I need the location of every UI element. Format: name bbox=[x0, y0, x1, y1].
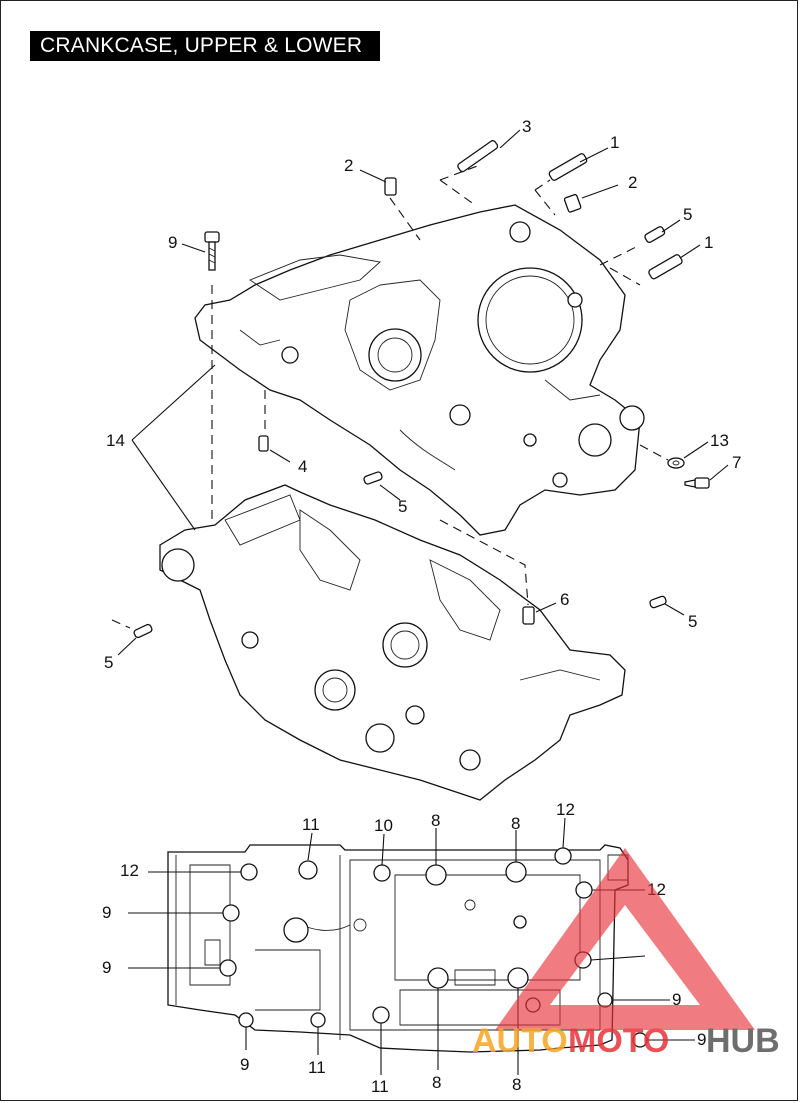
screw-7 bbox=[684, 477, 710, 489]
callout-13: 13 bbox=[710, 431, 729, 450]
automotohub-watermark: AUTO MOTO HUB bbox=[472, 848, 780, 1060]
callout-10: 10 bbox=[374, 816, 393, 835]
callout-12: 12 bbox=[120, 861, 139, 880]
watermark-word-moto: MOTO bbox=[568, 1022, 669, 1060]
callout-8: 8 bbox=[512, 1075, 521, 1094]
assembly-line bbox=[439, 179, 476, 206]
callout-5: 5 bbox=[398, 497, 407, 516]
callout-11: 11 bbox=[302, 815, 320, 834]
assembly-line bbox=[534, 179, 551, 191]
assembly-line bbox=[111, 619, 131, 629]
callout-5: 5 bbox=[104, 653, 113, 672]
washer-13 bbox=[667, 457, 685, 469]
callout-2: 2 bbox=[628, 173, 637, 192]
assembly-line bbox=[599, 244, 641, 266]
callout-6: 6 bbox=[560, 590, 569, 609]
assembly-line bbox=[389, 197, 421, 241]
watermark-triangle-logo bbox=[495, 848, 755, 1030]
watermark-word-hub: HUB bbox=[706, 1022, 780, 1060]
callout-5: 5 bbox=[683, 205, 692, 224]
bolt-9 bbox=[204, 231, 220, 271]
callout-5: 5 bbox=[688, 612, 697, 631]
assembly-line bbox=[609, 267, 641, 286]
callout-8: 8 bbox=[432, 1073, 441, 1092]
callout-4: 4 bbox=[298, 457, 307, 476]
callout-9: 9 bbox=[168, 233, 177, 252]
callout-7: 7 bbox=[732, 453, 741, 472]
callout-1: 1 bbox=[610, 133, 619, 152]
callout-1: 1 bbox=[704, 233, 713, 252]
watermark-word-auto: AUTO bbox=[472, 1022, 568, 1060]
page-title: CRANKCASE, UPPER & LOWER bbox=[30, 31, 381, 61]
callout-14: 14 bbox=[106, 431, 125, 450]
callout-8: 8 bbox=[431, 811, 440, 830]
callout-9: 9 bbox=[672, 990, 681, 1009]
callout-9: 9 bbox=[697, 1030, 706, 1049]
upper-crankcase bbox=[194, 204, 645, 536]
assembly-line bbox=[439, 164, 481, 181]
callout-11: 11 bbox=[308, 1058, 326, 1077]
callout-8: 8 bbox=[511, 814, 520, 833]
lower-crankcase bbox=[159, 484, 626, 801]
assembly-line bbox=[534, 189, 556, 216]
assembly-line bbox=[639, 444, 669, 461]
callout-9: 9 bbox=[240, 1055, 249, 1074]
callout-9: 9 bbox=[102, 903, 111, 922]
dowel-pins bbox=[133, 140, 683, 639]
callout-11: 11 bbox=[371, 1077, 389, 1096]
callout-9: 9 bbox=[102, 958, 111, 977]
assembly-line bbox=[439, 519, 529, 606]
callout-2: 2 bbox=[344, 156, 353, 175]
callout-12: 12 bbox=[556, 800, 575, 819]
callout-3: 3 bbox=[522, 117, 531, 136]
